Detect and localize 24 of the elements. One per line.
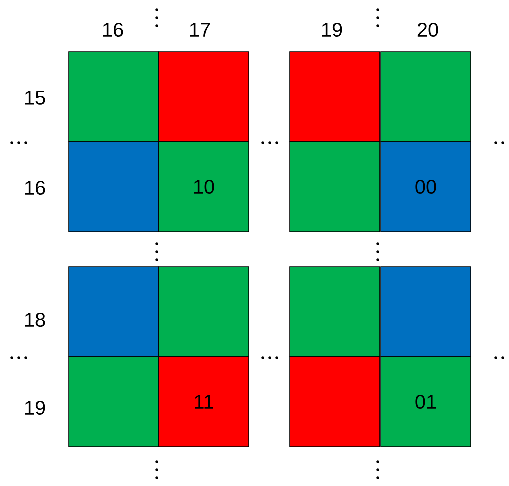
pixel-square [68, 356, 160, 448]
axis-number: 19 [322, 22, 342, 38]
pixel-square [68, 52, 160, 142]
axis-number: 16 [25, 180, 46, 196]
pixel-square [290, 266, 380, 358]
axis-number: 18 [25, 312, 46, 328]
pixel-square [380, 52, 472, 142]
colored-cell: 11 [158, 356, 250, 448]
pixel-square [380, 266, 472, 358]
pixel-square [68, 266, 160, 358]
axis-number: 16 [103, 22, 124, 38]
colored-cell: 01 [380, 356, 472, 448]
pixel-square [290, 52, 380, 142]
pixel-square [68, 142, 160, 232]
axis-number: 17 [190, 23, 210, 37]
colored-cell: 10 [158, 142, 250, 232]
pixel-square [290, 142, 380, 232]
axis-number: 15 [25, 91, 46, 105]
colored-cell: 00 [380, 142, 472, 232]
pixel-square [158, 52, 250, 142]
axis-number: 19 [25, 400, 46, 416]
pixel-square [158, 266, 250, 358]
pixel-square [290, 356, 380, 448]
axis-number: 20 [418, 22, 438, 38]
